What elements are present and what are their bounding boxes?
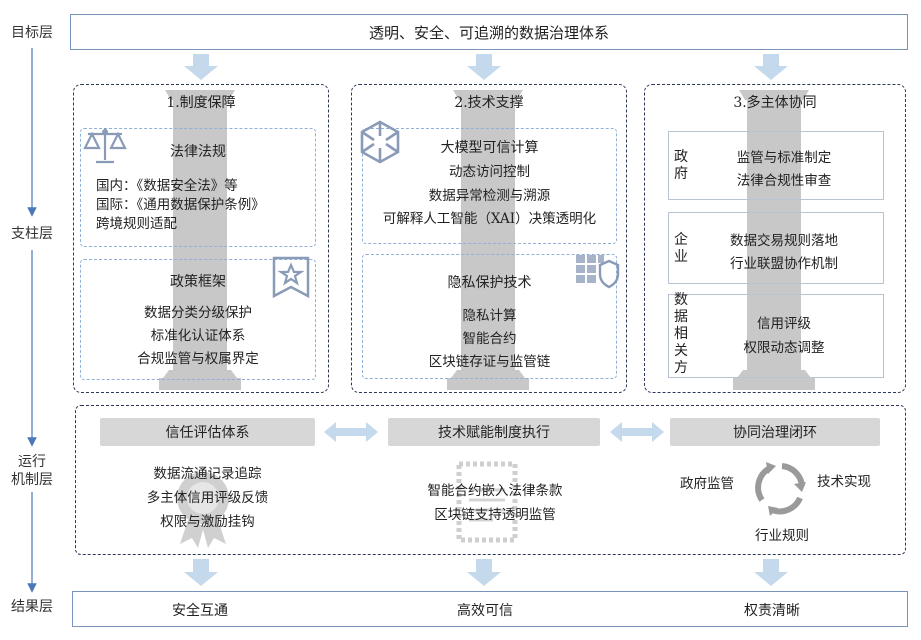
scale-icon: [83, 128, 127, 164]
policy-line-1: 数据分类分级保护: [144, 305, 252, 321]
mechanism-down-arrows: [184, 559, 788, 586]
privacy-subpanel: [362, 254, 617, 379]
stake-line-2: 权限动态调整: [743, 340, 825, 356]
layer-label-goal: 目标层: [11, 25, 53, 41]
pillar-title-institution: 1.制度保障: [166, 95, 236, 111]
shield-grid-icon: [576, 255, 620, 289]
pillar-column-graphic: [447, 90, 529, 390]
cycle-arrows-icon: [755, 462, 806, 516]
trust-eval-line-3: 权限与激励挂钩: [160, 514, 255, 530]
trust-compute-heading: 大模型可信计算: [440, 140, 539, 156]
trust-line-3: 可解释人工智能（XAI）决策透明化: [382, 211, 597, 227]
actor-box-stakeholders: [668, 294, 884, 378]
actor-label-enterprise: 企业: [674, 232, 688, 265]
ent-line-2: 行业联盟协作机制: [730, 256, 838, 272]
policy-subpanel: [80, 259, 316, 380]
privacy-line-2: 智能合约: [462, 331, 517, 347]
cube-network-icon: [360, 120, 400, 164]
law-heading: 法律法规: [170, 144, 226, 160]
mechanism-title-trust-eval: 信任评估体系: [100, 418, 315, 446]
pillar-column-graphic: [159, 90, 241, 390]
result-secure-interop: 安全互通: [172, 603, 228, 619]
trust-line-1: 动态访问控制: [449, 164, 530, 180]
layer-axis-arrows: [27, 48, 37, 593]
result-clear-accountability: 权责清晰: [744, 603, 800, 619]
policy-line-3: 合规监管与权属界定: [137, 351, 259, 367]
trust-line-2: 数据异常检测与溯源: [428, 188, 551, 204]
privacy-line-1: 隐私计算: [462, 308, 517, 324]
privacy-line-3: 区块链存证与监管链: [428, 354, 551, 370]
tech-exec-line-2: 区块链支持透明监管: [434, 507, 556, 523]
law-line-1: 国内：《数据安全法》等: [96, 178, 238, 194]
trust-eval-line-1: 数据流通记录追踪: [153, 466, 262, 482]
privacy-heading: 隐私保护技术: [447, 275, 532, 291]
cycle-node-technology: 技术实现: [817, 474, 871, 490]
layer-label-result: 结果层: [11, 599, 53, 615]
gov-line-2: 法律合规性审查: [736, 173, 832, 189]
gov-line-1: 监管与标准制定: [736, 150, 832, 166]
stake-line-1: 信用评级: [757, 316, 811, 332]
certificate-star-icon: [272, 256, 310, 299]
results-box: [72, 591, 908, 627]
result-efficient-trusted: 高效可信: [457, 603, 513, 619]
pillar-title-technology: 2.技术支撑: [454, 95, 524, 111]
goal-text: 透明、安全、可追溯的数据治理体系: [368, 23, 609, 42]
tech-exec-line-1: 智能合约嵌入法律条款: [427, 483, 563, 499]
actor-box-enterprise: [668, 212, 884, 284]
actor-box-government: [668, 131, 884, 200]
mechanism-title-tech-exec: 技术赋能制度执行: [388, 418, 600, 446]
contract-document-icon: [456, 461, 518, 543]
trust-eval-line-2: 多主体信用评级反馈: [146, 490, 269, 506]
bidirectional-arrow-icon: [610, 422, 664, 442]
cycle-node-industry: 行业规则: [755, 528, 809, 544]
mechanism-title-collab: 协同治理闭环: [670, 418, 880, 446]
cycle-node-government: 政府监管: [680, 476, 734, 492]
policy-line-2: 标准化认证体系: [150, 328, 246, 344]
ent-line-1: 数据交易规则落地: [730, 233, 838, 249]
law-subpanel: [80, 128, 316, 247]
layer-label-mechanism: 运行 机制层: [11, 454, 53, 488]
law-line-2: 国际：《通用数据保护条例》: [96, 197, 265, 213]
actor-label-stakeholders: 数据相关方: [674, 292, 688, 376]
award-badge-icon: [177, 472, 229, 548]
pillar-title-collaboration: 3.多主体协同: [733, 95, 817, 111]
policy-heading: 政策框架: [170, 274, 226, 290]
bidirectional-arrow-icon: [324, 422, 378, 442]
trust-compute-subpanel: [362, 128, 617, 244]
layer-label-pillar: 支柱层: [11, 226, 53, 242]
law-line-3: 跨境规则适配: [96, 216, 177, 232]
goal-down-arrows: [184, 54, 788, 80]
pillar-column-graphic: [733, 90, 815, 390]
actor-label-government: 政府: [674, 149, 688, 182]
goal-box: 透明、安全、可追溯的数据治理体系: [70, 14, 908, 50]
